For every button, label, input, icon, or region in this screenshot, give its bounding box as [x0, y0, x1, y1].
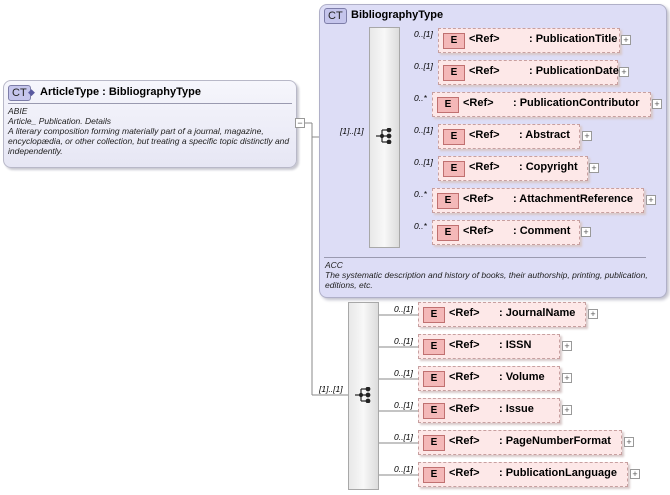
- element-cardinality: 0..[1]: [394, 368, 413, 378]
- sequence-cardinality: [1]..[1]: [319, 384, 343, 394]
- expand-toggle[interactable]: +: [588, 309, 598, 319]
- bibliography-type-doc: ACC The systematic description and histo…: [325, 260, 648, 290]
- element-badge: E: [423, 467, 445, 483]
- element-page-number-format[interactable]: E <Ref> : PageNumberFormat: [418, 430, 622, 455]
- element-ref: <Ref>: [449, 339, 480, 351]
- element-ref: <Ref>: [469, 161, 500, 173]
- element-ref: <Ref>: [469, 33, 500, 45]
- expand-toggle[interactable]: +: [582, 131, 592, 141]
- element-name: : PublicationLanguage: [499, 467, 617, 479]
- element-ref: <Ref>: [463, 97, 494, 109]
- element-badge: E: [423, 403, 445, 419]
- element-publication-title[interactable]: E <Ref> : PublicationTitle: [438, 28, 620, 53]
- expand-toggle[interactable]: +: [562, 373, 572, 383]
- article-type-box[interactable]: CT ◆ ArticleType : BibliographyType ABIE…: [3, 80, 297, 168]
- expand-toggle[interactable]: +: [646, 195, 656, 205]
- article-type-doc: ABIE Article_ Publication. Details A lit…: [8, 106, 290, 156]
- element-ref: <Ref>: [469, 65, 500, 77]
- expand-toggle[interactable]: +: [589, 163, 599, 173]
- expand-toggle[interactable]: +: [562, 405, 572, 415]
- expand-toggle[interactable]: +: [619, 67, 629, 77]
- element-attachment-reference[interactable]: E <Ref> : AttachmentReference: [432, 188, 644, 213]
- element-cardinality: 0..*: [414, 221, 427, 231]
- element-ref: <Ref>: [463, 225, 494, 237]
- element-badge: E: [437, 225, 459, 241]
- ct-attribute-icon: ◆: [28, 87, 35, 97]
- expand-toggle[interactable]: +: [581, 227, 591, 237]
- divider: [8, 103, 292, 104]
- element-badge: E: [423, 339, 445, 355]
- article-type-title: ArticleType : BibliographyType: [40, 86, 201, 98]
- element-name: : Abstract: [519, 129, 570, 141]
- element-cardinality: 0..*: [414, 93, 427, 103]
- element-name: : JournalName: [499, 307, 576, 319]
- element-publication-date[interactable]: E <Ref> : PublicationDate: [438, 60, 619, 85]
- element-ref: <Ref>: [449, 435, 480, 447]
- element-cardinality: 0..[1]: [394, 400, 413, 410]
- complex-type-badge: CT: [324, 8, 347, 24]
- element-name: : Issue: [499, 403, 534, 415]
- element-cardinality: 0..*: [414, 189, 427, 199]
- expand-toggle[interactable]: +: [652, 99, 662, 109]
- sequence-compositor[interactable]: [369, 27, 400, 248]
- element-issue[interactable]: E <Ref> : Issue: [418, 398, 560, 423]
- sequence-compositor[interactable]: [348, 302, 379, 490]
- expand-toggle[interactable]: +: [621, 35, 631, 45]
- element-badge: E: [423, 371, 445, 387]
- element-copyright[interactable]: E <Ref> : Copyright: [438, 156, 588, 181]
- element-name: : PageNumberFormat: [499, 435, 611, 447]
- element-cardinality: 0..[1]: [414, 125, 433, 135]
- element-issn[interactable]: E <Ref> : ISSN: [418, 334, 560, 359]
- element-name: : ISSN: [499, 339, 532, 351]
- element-name: : Volume: [499, 371, 545, 383]
- element-cardinality: 0..[1]: [394, 432, 413, 442]
- element-publication-contributor[interactable]: E <Ref> : PublicationContributor: [432, 92, 651, 117]
- element-cardinality: 0..[1]: [414, 61, 433, 71]
- element-cardinality: 0..[1]: [394, 304, 413, 314]
- element-name: : AttachmentReference: [513, 193, 634, 205]
- complex-type-badge: CT: [8, 85, 31, 101]
- element-badge: E: [437, 97, 459, 113]
- element-badge: E: [443, 65, 465, 81]
- element-badge: E: [443, 33, 465, 49]
- element-name: : PublicationTitle: [529, 33, 618, 45]
- element-journal-name[interactable]: E <Ref> : JournalName: [418, 302, 586, 327]
- element-ref: <Ref>: [449, 403, 480, 415]
- bibliography-type-title: BibliographyType: [351, 9, 444, 21]
- element-badge: E: [443, 129, 465, 145]
- element-badge: E: [443, 161, 465, 177]
- element-badge: E: [437, 193, 459, 209]
- expand-toggle[interactable]: +: [624, 437, 634, 447]
- element-comment[interactable]: E <Ref> : Comment: [432, 220, 580, 245]
- element-name: : Copyright: [519, 161, 578, 173]
- element-badge: E: [423, 435, 445, 451]
- element-cardinality: 0..[1]: [414, 29, 433, 39]
- sequence-cardinality: [1]..[1]: [340, 126, 364, 136]
- element-badge: E: [423, 307, 445, 323]
- element-ref: <Ref>: [449, 307, 480, 319]
- element-ref: <Ref>: [463, 193, 494, 205]
- element-volume[interactable]: E <Ref> : Volume: [418, 366, 560, 391]
- element-abstract[interactable]: E <Ref> : Abstract: [438, 124, 580, 149]
- sequence-icon: [355, 387, 371, 403]
- element-publication-language[interactable]: E <Ref> : PublicationLanguage: [418, 462, 628, 487]
- element-cardinality: 0..[1]: [394, 336, 413, 346]
- expand-toggle[interactable]: +: [562, 341, 572, 351]
- collapse-toggle[interactable]: −: [295, 118, 305, 128]
- element-ref: <Ref>: [449, 467, 480, 479]
- element-ref: <Ref>: [449, 371, 480, 383]
- element-cardinality: 0..[1]: [414, 157, 433, 167]
- element-cardinality: 0..[1]: [394, 464, 413, 474]
- sequence-icon: [376, 128, 392, 144]
- element-name: : PublicationContributor: [513, 97, 640, 109]
- element-name: : PublicationDate: [529, 65, 619, 77]
- divider: [324, 257, 646, 258]
- element-name: : Comment: [513, 225, 571, 237]
- element-ref: <Ref>: [469, 129, 500, 141]
- expand-toggle[interactable]: +: [630, 469, 640, 479]
